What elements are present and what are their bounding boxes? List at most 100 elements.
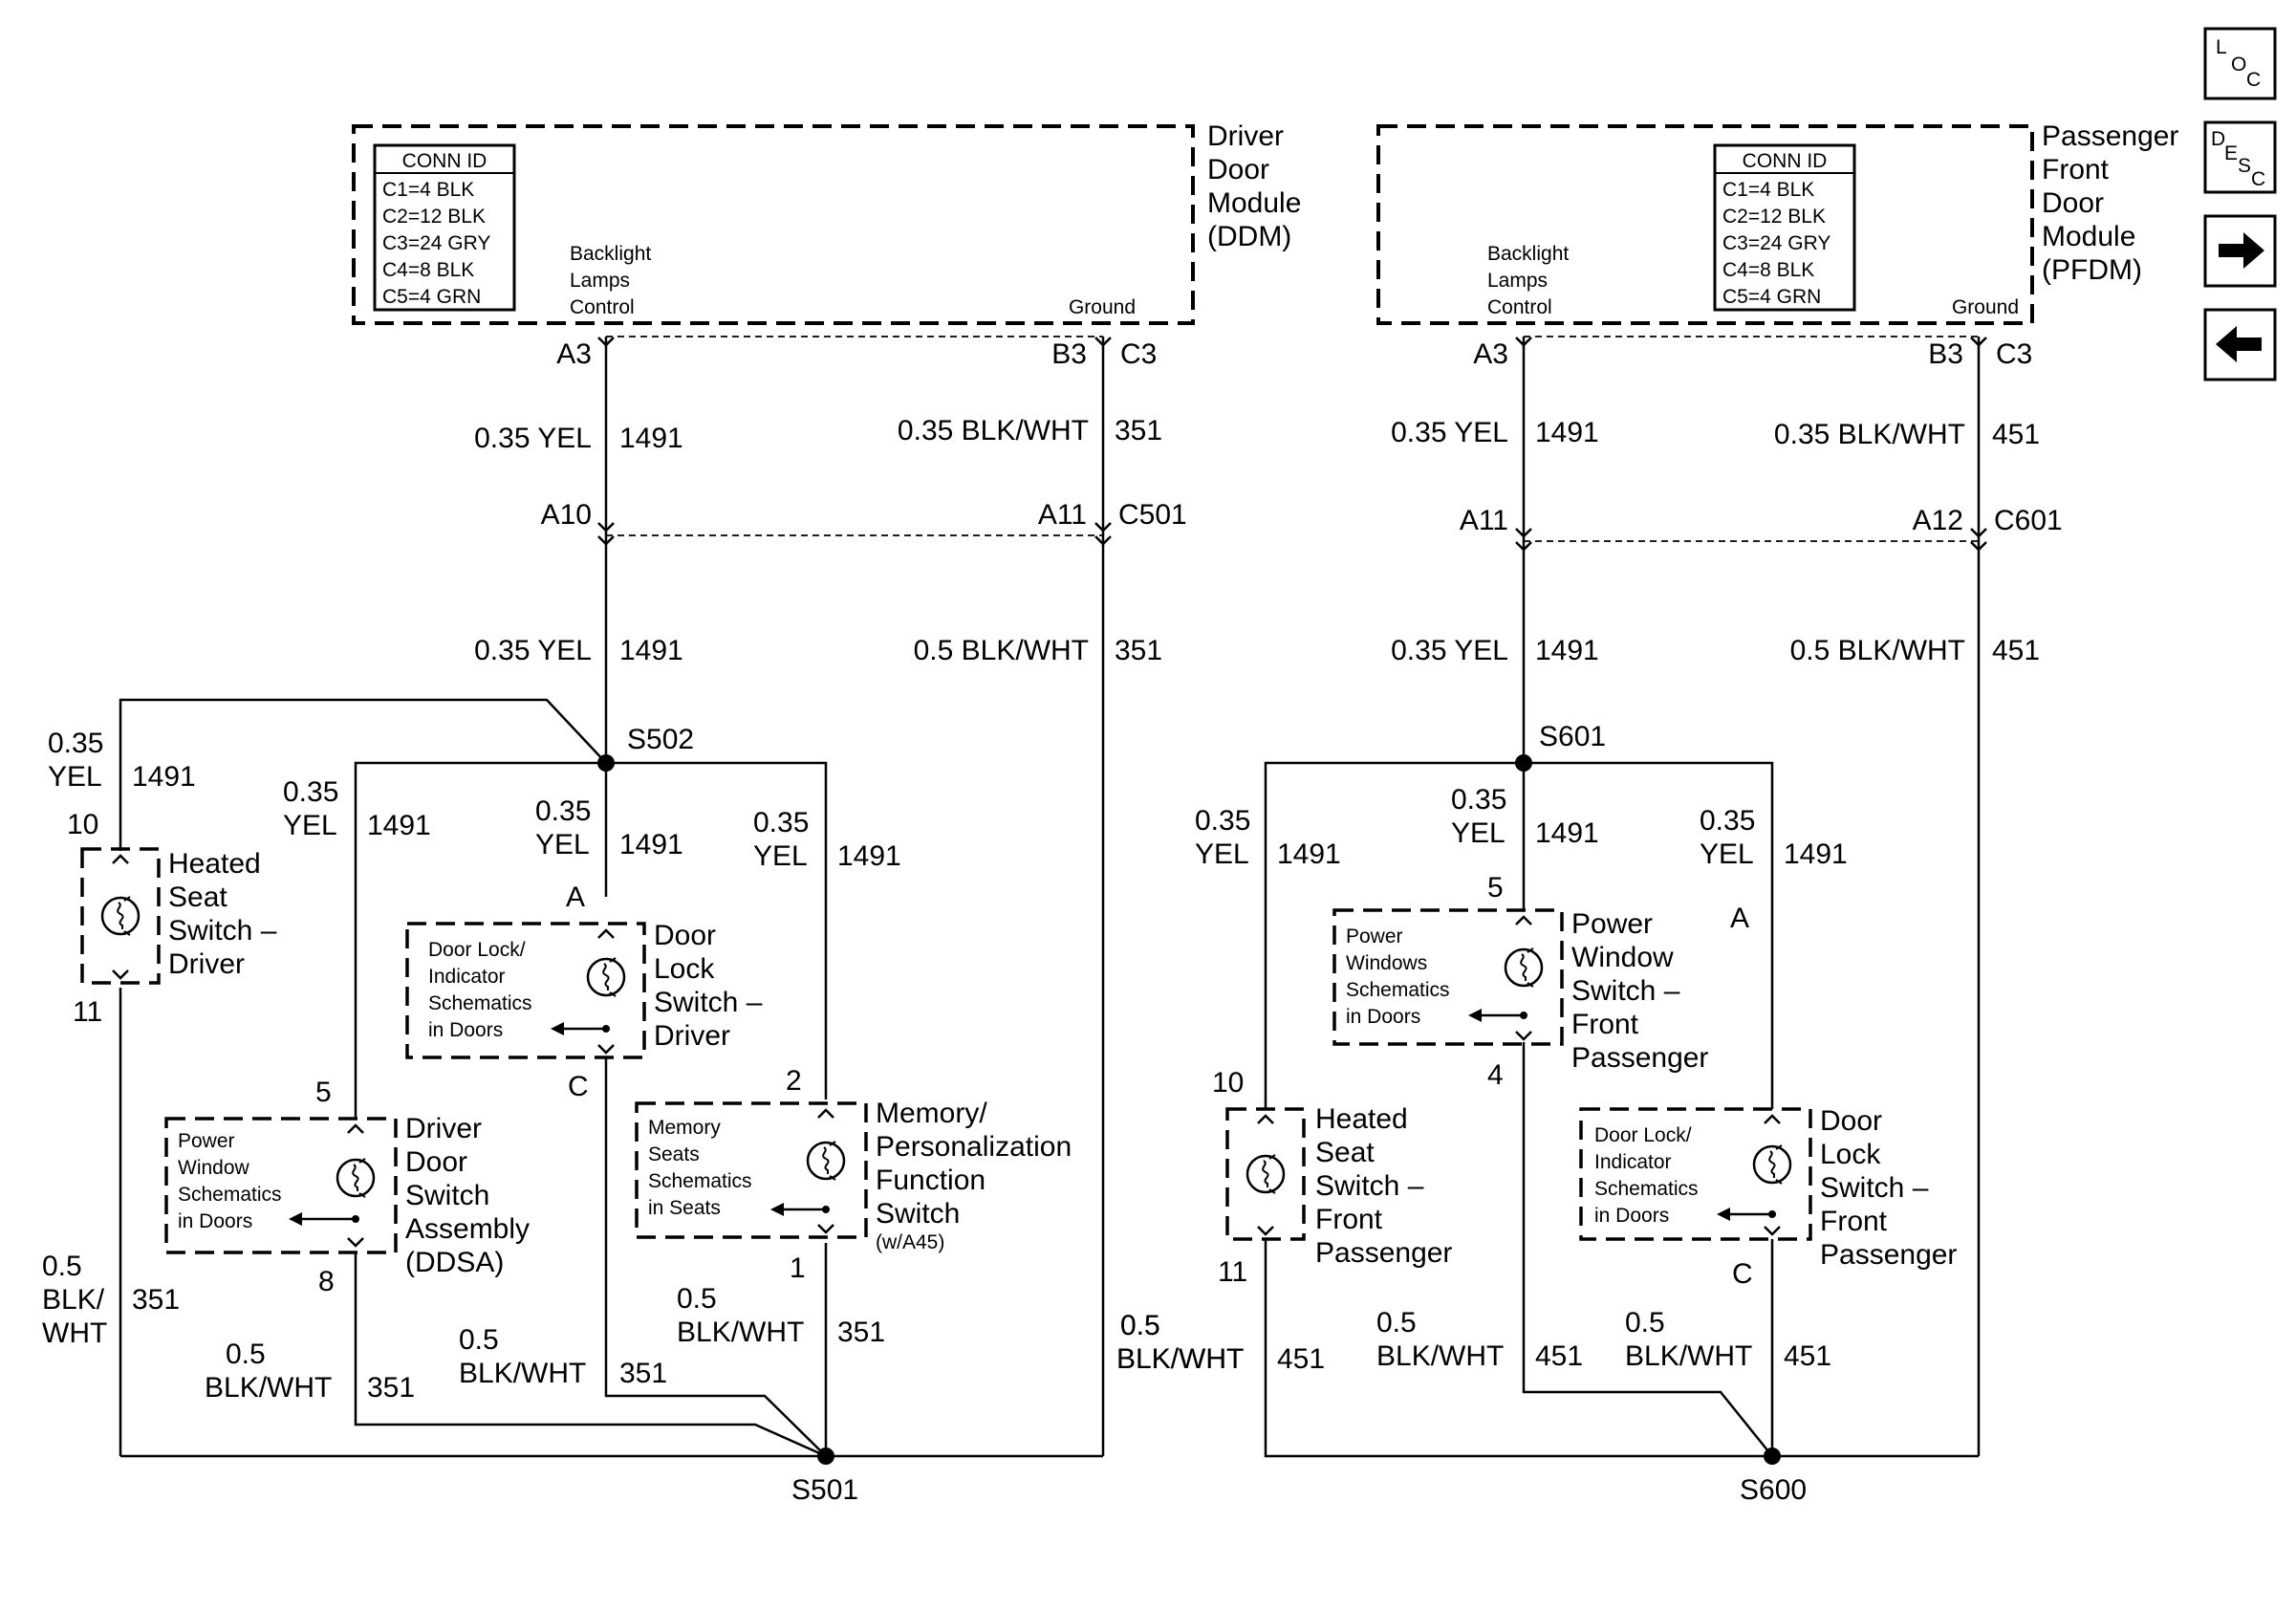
circuit-label: 1491: [619, 829, 683, 860]
connector-c501: C501: [1118, 499, 1187, 531]
gauge-label: 0.5: [1120, 1310, 1160, 1341]
gauge-label: YEL: [48, 761, 102, 793]
circuit-label: 451: [1535, 1340, 1583, 1372]
component-label: Window: [1571, 942, 1674, 973]
circuit-label: 1491: [837, 840, 901, 872]
ref-label: Memory: [648, 1117, 721, 1139]
pfdm-wire-gauge-blk: 0.35 BLK/WHT: [1774, 419, 1965, 450]
description-button[interactable]: D E S C: [2203, 120, 2277, 194]
component-label: Front: [1315, 1204, 1383, 1235]
pin-label: A: [1730, 903, 1749, 934]
ddm-conn-row: C5=4 GRN: [382, 286, 481, 308]
pfdm-pin-b3: B3: [1928, 338, 1963, 370]
ddm-backlight-label: Control: [570, 296, 635, 318]
component-label: Lock: [654, 953, 715, 985]
pfdm-name-line-1: Passenger: [2042, 120, 2178, 152]
splice-s501: [817, 1448, 834, 1465]
pfdm-name-line-2: Front: [2042, 154, 2110, 185]
ddm-pin-b3: B3: [1051, 338, 1087, 370]
ref-label: Power: [178, 1130, 235, 1152]
gauge-label: YEL: [753, 840, 808, 872]
heated-seat-switch-driver: 0.35 YEL 1491 10 Heated Seat Switch – Dr…: [42, 728, 277, 1349]
pfdm-ground-label: Ground: [1952, 296, 2019, 318]
gauge-label: BLK/: [42, 1284, 105, 1316]
heated-seat-switch-passenger: 0.35 YEL 1491 10 Heated Seat Switch – Fr…: [1116, 805, 1452, 1375]
component-label: Door: [654, 920, 716, 951]
ddm-mid-gauge-yel: 0.35 YEL: [474, 635, 592, 666]
pfdm-backlight-label: Control: [1487, 296, 1552, 318]
ref-label: Windows: [1346, 952, 1427, 974]
circuit-label: 451: [1277, 1343, 1325, 1375]
ddm-ground-label: Ground: [1069, 296, 1136, 318]
door-lock-switch-driver: 0.35 YEL 1491 A Door Lock/ Indicator Sch…: [405, 795, 763, 1389]
pfdm-conn-row: C1=4 BLK: [1722, 179, 1814, 201]
pfdm-backlight-label: Backlight: [1487, 243, 1569, 265]
ref-label: Seats: [648, 1143, 700, 1165]
previous-page-button[interactable]: [2203, 308, 2277, 381]
gauge-label: YEL: [535, 829, 590, 860]
ddm-circuit-1491: 1491: [619, 423, 683, 454]
ddm-wire-gauge-blk: 0.35 BLK/WHT: [898, 415, 1089, 446]
pin-label: 10: [67, 809, 98, 840]
gauge-label: 0.35: [48, 728, 103, 759]
arrow-left-icon: [551, 1022, 564, 1035]
ddm-circuit-351: 351: [1115, 415, 1162, 446]
option-note: (w/A45): [876, 1231, 944, 1253]
ddm-name-line-3: Module: [1207, 187, 1301, 219]
desc-letter-s: S: [2238, 155, 2251, 177]
desc-letter-e: E: [2224, 142, 2238, 164]
pfdm-conn-row: C3=24 GRY: [1722, 232, 1830, 254]
driver-door-switch-assembly: 0.35 YEL 1491 5 Power Window Schematics …: [164, 776, 530, 1404]
component-label: (DDSA): [405, 1247, 504, 1278]
component-label: Driver: [405, 1113, 482, 1144]
component-label: Driver: [654, 1020, 730, 1052]
ddm-mid-gauge-blk: 0.5 BLK/WHT: [914, 635, 1089, 666]
ddm-wire-gauge-yel: 0.35 YEL: [474, 423, 592, 454]
ref-label: Window: [178, 1157, 250, 1179]
pin-a12: A12: [1913, 505, 1963, 536]
pfdm-mid-gauge-blk: 0.5 BLK/WHT: [1790, 635, 1965, 666]
component-label: Switch: [405, 1180, 489, 1211]
pfdm-mid-circuit-451: 451: [1992, 635, 2040, 666]
gauge-label: 0.35: [283, 776, 338, 808]
pfdm-backlight-label: Lamps: [1487, 270, 1548, 292]
pin-label: 11: [1218, 1256, 1247, 1288]
driver-ground-gauge: 0.5: [1120, 1310, 1160, 1341]
splice-s601-label: S601: [1539, 721, 1606, 752]
component-label: Seat: [168, 882, 227, 913]
driver-ground-gauge: BLK/WHT: [1116, 1343, 1244, 1375]
gauge-label: 0.5: [1376, 1307, 1417, 1339]
component-label: Switch –: [168, 915, 277, 947]
gauge-label: BLK/WHT: [205, 1372, 332, 1404]
ref-label: in Doors: [1594, 1205, 1669, 1227]
gauge-label: YEL: [1195, 838, 1249, 870]
splice-s600: [1764, 1448, 1781, 1465]
gauge-label: BLK/WHT: [459, 1358, 586, 1389]
pfdm-pin-c3: C3: [1996, 338, 2032, 370]
door-lock-switch-passenger: 0.35 YEL 1491 A Door Lock/ Indicator Sch…: [1579, 805, 1957, 1372]
splice-s601: [1515, 754, 1532, 772]
splice-s600-label: S600: [1740, 1474, 1807, 1506]
component-label: Switch: [876, 1198, 960, 1230]
next-page-button[interactable]: [2203, 214, 2277, 288]
arrow-left-icon: [1468, 1009, 1482, 1022]
gauge-label: 0.5: [677, 1283, 717, 1315]
ref-label: Indicator: [428, 966, 506, 988]
location-button[interactable]: L O C: [2203, 27, 2277, 100]
pfdm-mid-circuit-1491: 1491: [1535, 635, 1599, 666]
component-label: Personalization: [876, 1131, 1072, 1163]
pin-label: C: [568, 1071, 589, 1102]
driver-wiring: [119, 337, 1105, 1458]
pin-label: 8: [318, 1266, 335, 1297]
desc-letter-d: D: [2211, 128, 2225, 150]
ref-label: Schematics: [648, 1170, 752, 1192]
component-label: Switch –: [1820, 1172, 1929, 1204]
gauge-label: BLK/WHT: [1625, 1340, 1752, 1372]
pfdm-name-line-4: Module: [2042, 221, 2135, 252]
gauge-label: BLK/WHT: [1376, 1340, 1504, 1372]
component-label: Passenger: [1820, 1239, 1957, 1271]
ddm-name-line-4: (DDM): [1207, 221, 1291, 252]
circuit-label: 351: [619, 1358, 667, 1389]
ddm-conn-row: C3=24 GRY: [382, 232, 490, 254]
